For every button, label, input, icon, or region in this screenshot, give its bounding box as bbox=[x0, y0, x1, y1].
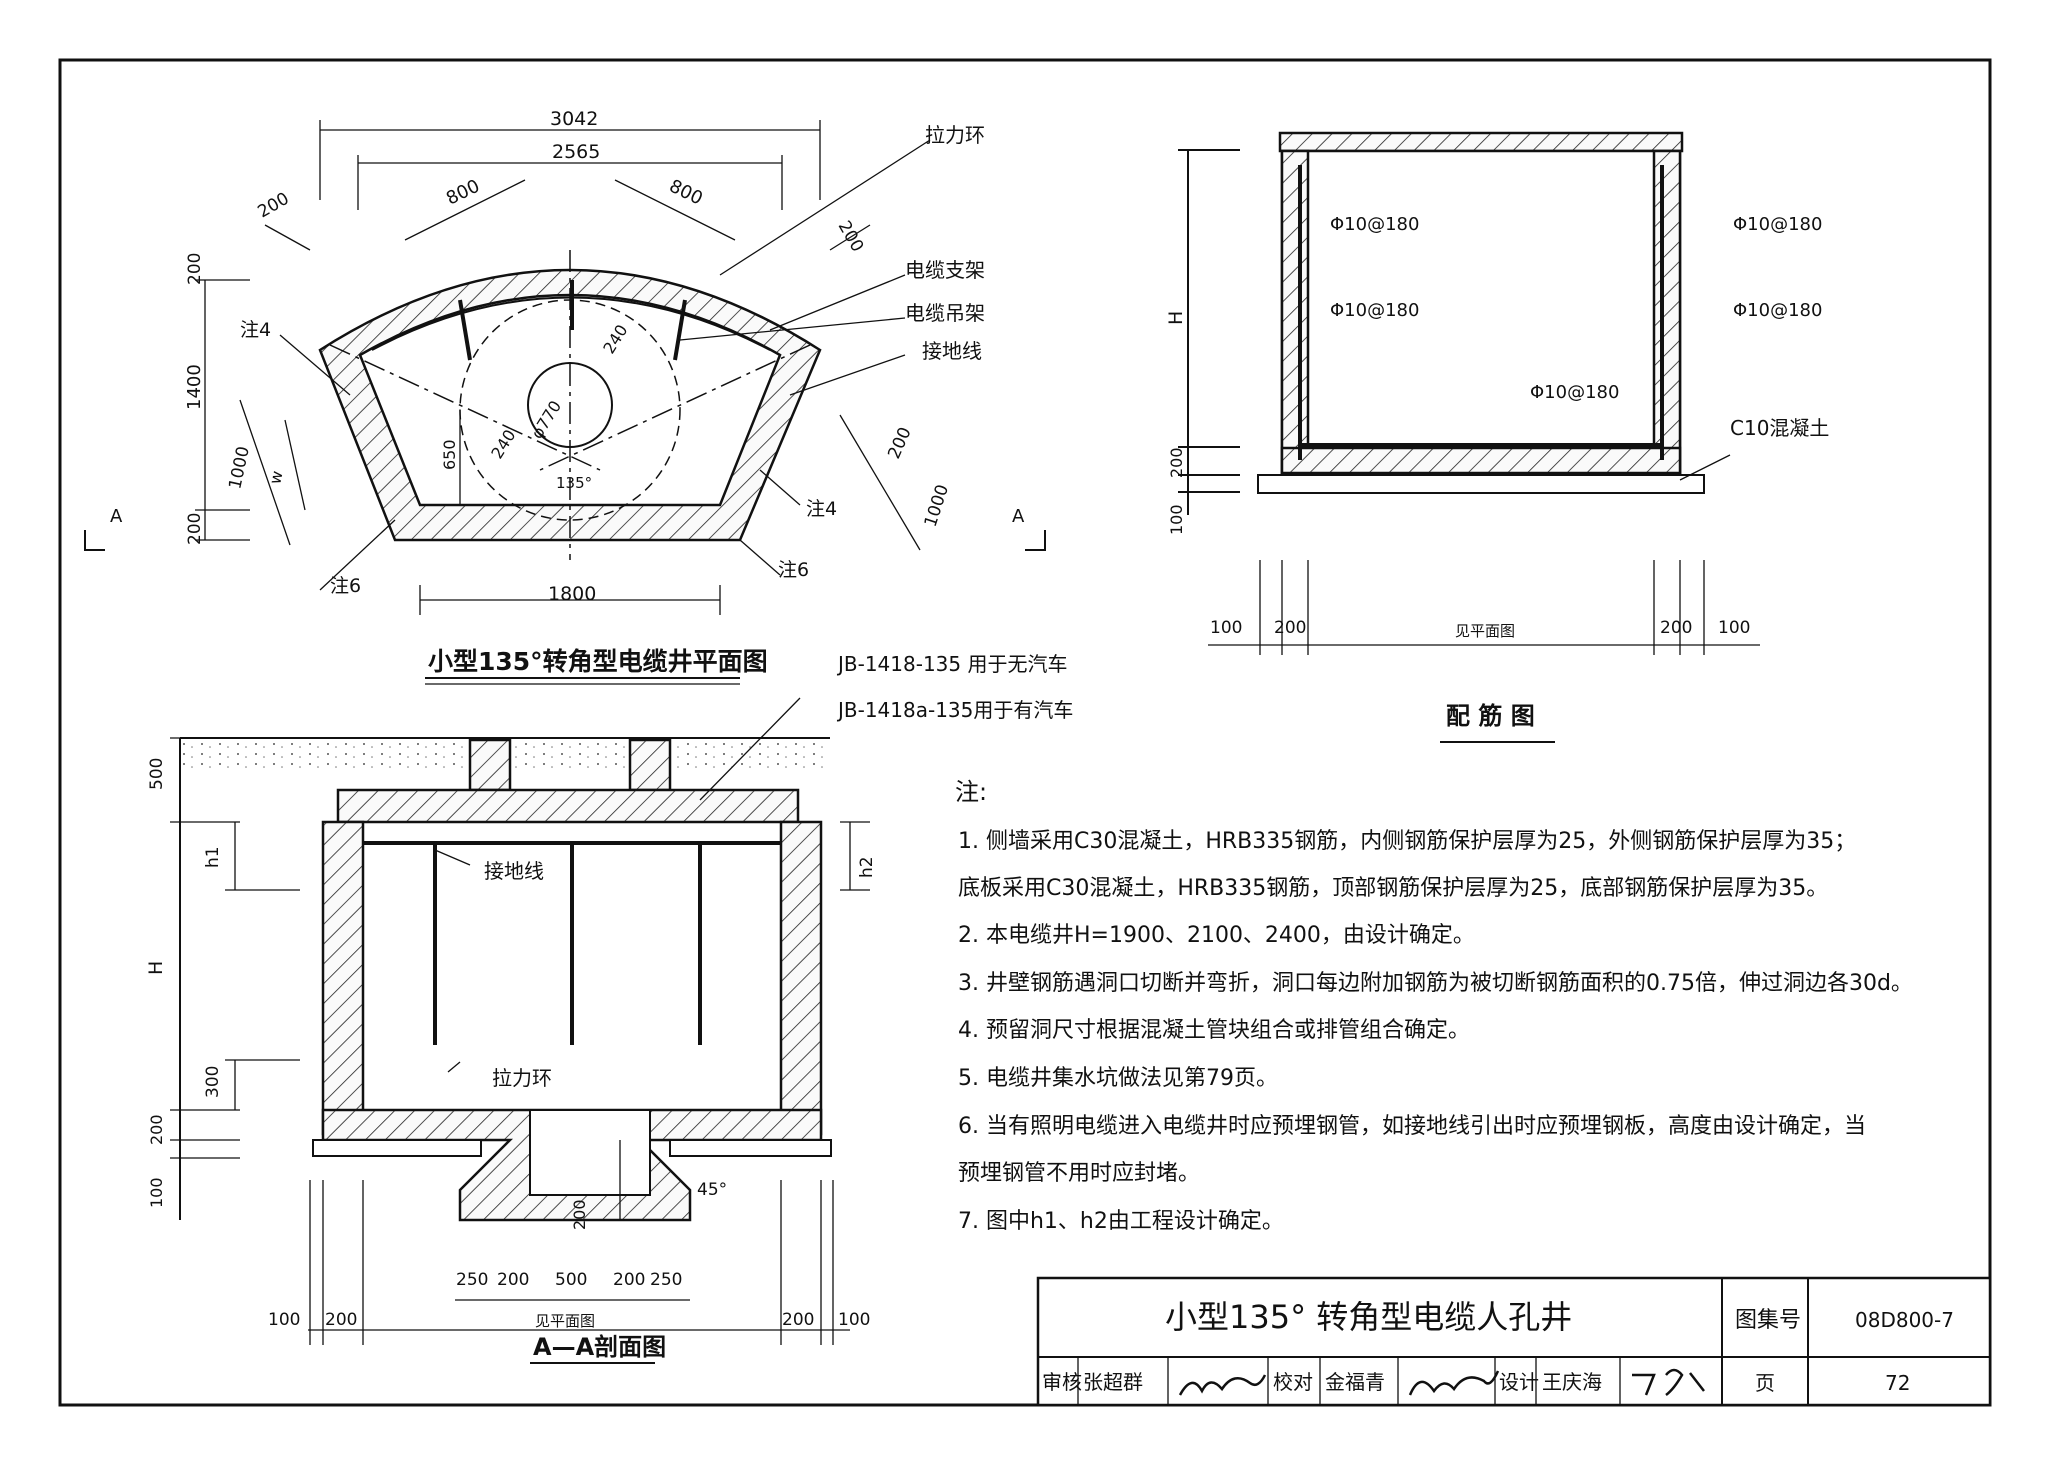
titleblock-design: 设计 bbox=[1499, 1370, 1539, 1394]
plan-label-cable-support: 电缆支架 bbox=[905, 258, 985, 282]
rebar-view bbox=[1178, 131, 1760, 743]
plan-dim-200-vb: 200 bbox=[185, 513, 205, 545]
note-line-6: 5. 电缆井集水坑做法见第79页。 bbox=[958, 1066, 1278, 1091]
rebar-label-2: Φ10@180 bbox=[1330, 300, 1419, 321]
section-bottom-250a: 250 bbox=[456, 1270, 488, 1290]
titleblock-checker: 金福青 bbox=[1325, 1370, 1385, 1394]
plan-dim-1000-l: 1000 bbox=[225, 445, 254, 491]
rebar-dim-100: 100 bbox=[1167, 504, 1186, 535]
note-line-9: 7. 图中h1、h2由工程设计确定。 bbox=[958, 1209, 1284, 1234]
plan-title: 小型135°转角型电缆井平面图 bbox=[428, 647, 768, 676]
section-dim-100: 100 bbox=[147, 1177, 166, 1208]
section-cover-1: JB-1418-135 用于无汽车 bbox=[836, 652, 1067, 676]
rebar-bottom-200a: 200 bbox=[1274, 618, 1306, 638]
section-bottom-100a: 100 bbox=[268, 1310, 300, 1330]
rebar-bottom-200b: 200 bbox=[1660, 618, 1692, 638]
titleblock-page-no: 72 bbox=[1885, 1371, 1910, 1395]
plan-dim-1000-r: 1000 bbox=[921, 482, 953, 529]
plan-note4-right: 注4 bbox=[806, 498, 837, 520]
rebar-dim-H: H bbox=[1165, 311, 1187, 325]
note-line-7: 6. 当有照明电缆进入电缆井时应预埋钢管，如接地线引出时应预埋钢板，高度由设计确… bbox=[958, 1114, 1866, 1139]
plan-note6-right: 注6 bbox=[778, 559, 809, 581]
rebar-title: 配 筋 图 bbox=[1446, 702, 1535, 730]
titleblock-title: 小型135° 转角型电缆人孔井 bbox=[1165, 1298, 1572, 1336]
plan-view bbox=[84, 120, 1046, 685]
note-line-4: 3. 井壁钢筋遇洞口切断并弯折，洞口每边附加钢筋为被切断钢筋面积的0.75倍，伸… bbox=[958, 971, 1913, 996]
section-dim-H: H bbox=[145, 961, 167, 975]
section-view bbox=[170, 697, 870, 1364]
sheet-border bbox=[58, 58, 1992, 1407]
plan-label-cable-hanger: 电缆吊架 bbox=[905, 301, 985, 325]
notes-heading: 注: bbox=[955, 778, 987, 806]
plan-dim-w: w bbox=[265, 469, 286, 486]
plan-dim-200-tr: 200 bbox=[834, 218, 868, 256]
plan-label-ground-wire: 接地线 bbox=[922, 339, 982, 363]
section-dim-300: 300 bbox=[203, 1066, 223, 1098]
note-line-1: 1. 侧墙采用C30混凝土，HRB335钢筋，内侧钢筋保护层厚为25，外侧钢筋保… bbox=[958, 829, 1856, 854]
section-label-pull: 拉力环 bbox=[492, 1066, 552, 1090]
section-bottom-see-plan: 见平面图 bbox=[535, 1312, 595, 1330]
plan-dim-3042: 3042 bbox=[550, 108, 598, 130]
section-bottom-200c: 200 bbox=[325, 1310, 357, 1330]
section-dim-200: 200 bbox=[147, 1114, 166, 1145]
section-bottom-250b: 250 bbox=[650, 1270, 682, 1290]
section-bottom-500: 500 bbox=[555, 1270, 587, 1290]
note-line-2: 底板采用C30混凝土，HRB335钢筋，顶部钢筋保护层厚为25，底部钢筋保护层厚… bbox=[958, 876, 1828, 901]
section-dim-h2: h2 bbox=[857, 856, 877, 878]
plan-section-mark-right: A bbox=[1012, 506, 1025, 527]
plan-dim-1800: 1800 bbox=[548, 583, 596, 605]
rebar-dim-200: 200 bbox=[1167, 447, 1186, 478]
titleblock-reviewer: 张超群 bbox=[1083, 1370, 1143, 1394]
rebar-label-4: Φ10@180 bbox=[1733, 300, 1822, 321]
titleblock-designer: 王庆海 bbox=[1542, 1370, 1602, 1394]
checker-signature bbox=[1408, 1370, 1500, 1396]
titleblock-page-label: 页 bbox=[1755, 1371, 1775, 1395]
plan-dim-650: 650 bbox=[440, 439, 459, 470]
section-bottom-100b: 100 bbox=[838, 1310, 870, 1330]
plan-section-mark-left: A bbox=[110, 506, 123, 527]
section-angle-45: 45° bbox=[697, 1180, 727, 1200]
reviewer-signature bbox=[1178, 1374, 1267, 1396]
section-bottom-200d: 200 bbox=[782, 1310, 814, 1330]
rebar-bottom-100a: 100 bbox=[1210, 618, 1242, 638]
plan-dim-1400: 1400 bbox=[184, 364, 205, 410]
plan-dim-200-r: 200 bbox=[884, 424, 915, 462]
titleblock-atlas-label: 图集号 bbox=[1735, 1308, 1801, 1333]
rebar-concrete-label: C10混凝土 bbox=[1730, 416, 1829, 440]
plan-label-pull-ring: 拉力环 bbox=[925, 123, 985, 147]
plan-dim-2565: 2565 bbox=[552, 141, 600, 163]
plan-dim-200-tl: 200 bbox=[255, 189, 293, 223]
plan-note6-left: 注6 bbox=[330, 575, 361, 597]
titleblock-check: 校对 bbox=[1273, 1370, 1313, 1394]
section-bottom-200a: 200 bbox=[497, 1270, 529, 1290]
section-dim-h1: h1 bbox=[203, 846, 223, 868]
plan-angle-135: 135° bbox=[556, 474, 592, 492]
rebar-bottom-see-plan: 见平面图 bbox=[1455, 622, 1515, 640]
rebar-label-3: Φ10@180 bbox=[1733, 214, 1822, 235]
titleblock-atlas-no: 08D800-7 bbox=[1855, 1308, 1954, 1332]
section-cover-2: JB-1418a-135用于有汽车 bbox=[836, 698, 1073, 722]
note-line-8: 预埋钢管不用时应封堵。 bbox=[958, 1161, 1200, 1186]
rebar-label-1: Φ10@180 bbox=[1330, 214, 1419, 235]
plan-note4-left: 注4 bbox=[240, 319, 271, 341]
rebar-bottom-100b: 100 bbox=[1718, 618, 1750, 638]
plan-dim-200-vt: 200 bbox=[185, 253, 205, 285]
rebar-label-5: Φ10@180 bbox=[1530, 382, 1619, 403]
section-dim-200-sump: 200 bbox=[570, 1199, 589, 1230]
section-dim-500: 500 bbox=[147, 758, 167, 790]
designer-signature bbox=[1632, 1368, 1705, 1396]
note-line-3: 2. 本电缆井H=1900、2100、2400，由设计确定。 bbox=[958, 923, 1475, 948]
plan-dim-800b: 800 bbox=[666, 176, 706, 210]
titleblock-review: 审核 bbox=[1042, 1370, 1082, 1394]
note-line-5: 4. 预留洞尺寸根据混凝土管块组合或排管组合确定。 bbox=[958, 1018, 1470, 1043]
section-label-ground: 接地线 bbox=[484, 859, 544, 883]
section-bottom-200b: 200 bbox=[613, 1270, 645, 1290]
section-title: A—A剖面图 bbox=[533, 1333, 666, 1361]
